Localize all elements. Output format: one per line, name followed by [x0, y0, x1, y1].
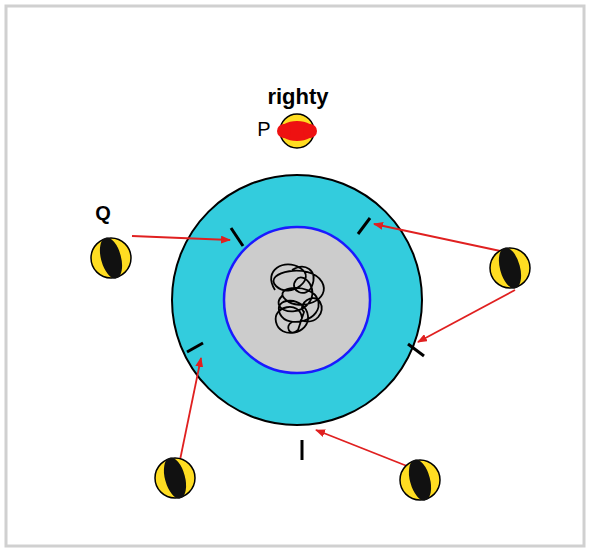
ribosome-right — [490, 245, 530, 291]
ribosome-bottom-left — [155, 455, 195, 501]
dna-scribble — [271, 264, 324, 332]
outer-ring — [172, 175, 422, 425]
ribosome-q — [91, 235, 131, 281]
frame — [6, 6, 584, 546]
binding-sites — [187, 218, 424, 460]
transport-arrows — [132, 224, 515, 468]
nucleus — [224, 227, 370, 373]
ribosome-p — [277, 114, 317, 148]
state-label: righty — [267, 86, 328, 108]
ribosome-label: Q — [95, 203, 111, 223]
ribosome-label: P — [257, 119, 270, 139]
ribosome-bottom-right — [400, 457, 440, 503]
